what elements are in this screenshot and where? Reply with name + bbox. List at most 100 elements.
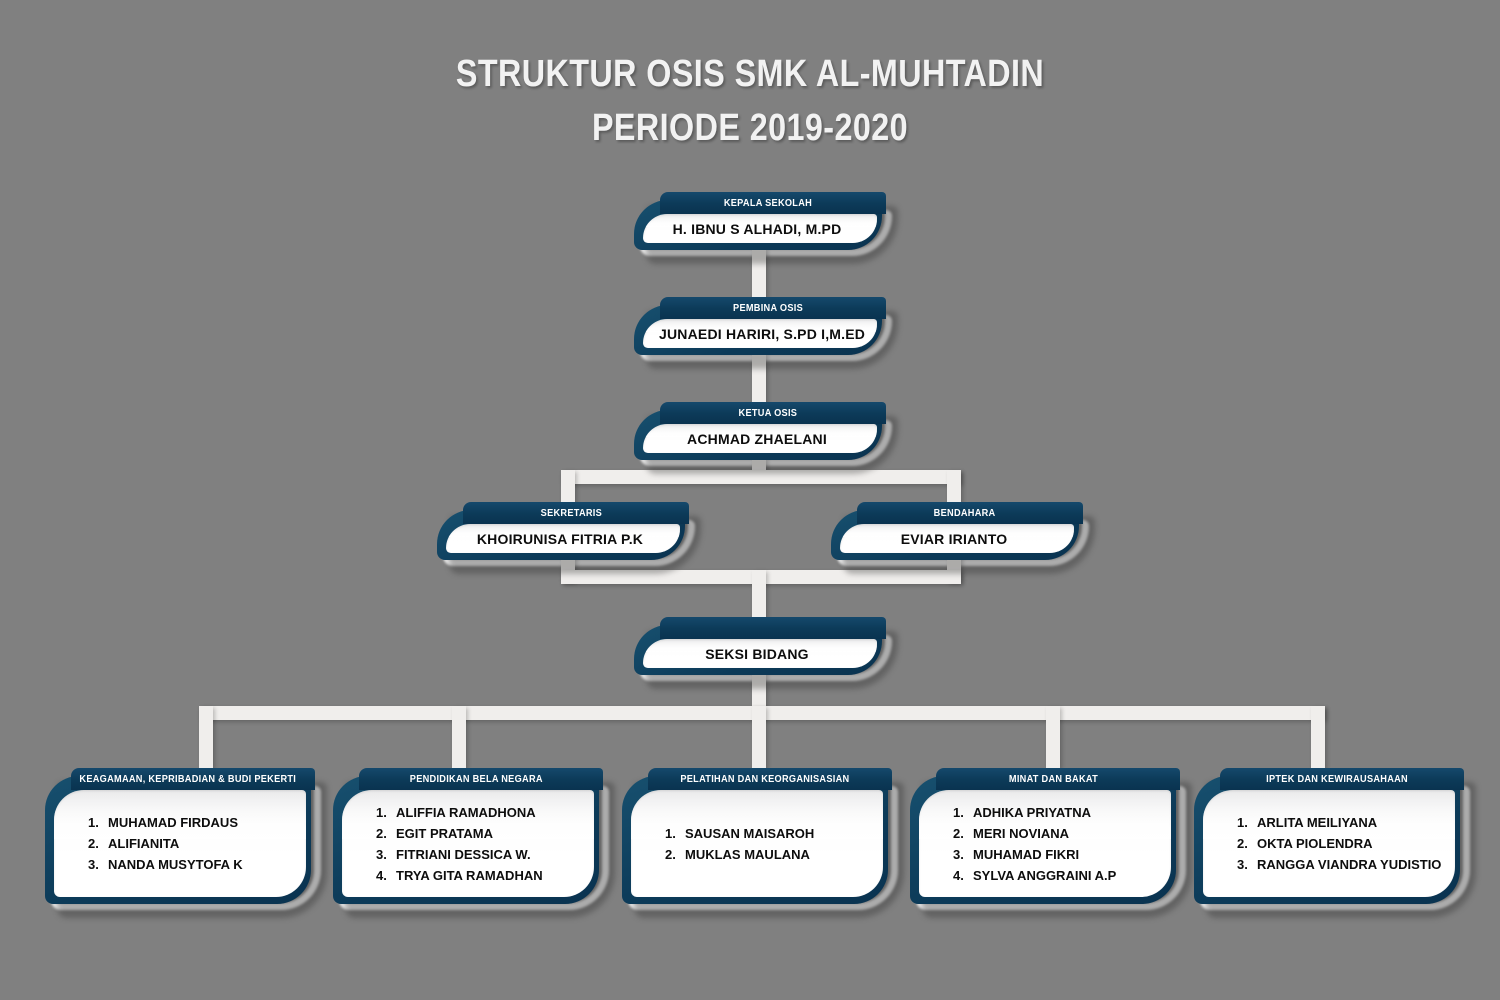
- member-number: 2.: [376, 825, 387, 841]
- node-pembina-osis[interactable]: PEMBINA OSIS JUNAEDI HARIRI, S.PD I,M.ED: [634, 297, 898, 369]
- section-box-pendidikan-bela-negara[interactable]: PENDIDIKAN BELA NEGARA 1. ALIFFIA RAMADHO…: [333, 768, 615, 918]
- section-box-iptek-kewirausahaan[interactable]: IPTEK DAN KEWIRAUSAHAAN 1. ARLITA MEILIYA…: [1194, 768, 1476, 918]
- section-title-label: KEAGAMAAN, KEPRIBADIAN & BUDI PEKERTI: [79, 773, 297, 785]
- node-person-name: JUNAEDI HARIRI, S.PD I,M.ED: [659, 325, 866, 342]
- section-title-header: PELATIHAN DAN KEORGANISASIAN: [648, 768, 892, 790]
- connector-seksi-down: [752, 672, 766, 708]
- node-body: 1.SAUSAN MAISAROH 2. MUKLAS MAULANA: [631, 790, 883, 897]
- list-item: 3.NANDA MUSYTOFA K: [88, 854, 280, 875]
- node-body: ACHMAD ZHAELANI: [643, 424, 877, 453]
- member-number: 1.: [88, 815, 99, 830]
- section-member-list: 1. MUHAMAD FIRDAUS 2. ALIFIANITA 3.NANDA M…: [54, 812, 306, 875]
- section-member-list: 1. ADHIKA PRIYATNA 2. MERI NOVIANA 3.MUHAM…: [919, 802, 1171, 886]
- connector-drop-section-2: [452, 706, 466, 768]
- node-body: 1. ADHIKA PRIYATNA 2. MERI NOVIANA 3.MUHAM…: [919, 790, 1171, 897]
- connector-drop-sekretaris: [561, 470, 575, 506]
- member-name: RANGGA VIANDRA YUDISTIO: [1257, 857, 1442, 872]
- member-name: EGIT PRATAMA: [396, 825, 494, 841]
- node-person-name: H. IBNU S ALHADI, M.PD: [672, 220, 842, 237]
- member-name: OKTA PIOLENDRA: [1257, 836, 1373, 851]
- list-item: 3.MUHAMAD FIKRI: [953, 844, 1145, 865]
- member-name: TRYA GITA RAMADHAN: [396, 867, 543, 883]
- node-body: 1. ARLITA MEILIYANA 2. OKTA PIOLENDRA 3. RA…: [1203, 790, 1455, 897]
- node-role-label: KEPALA SEKOLAH: [723, 197, 813, 209]
- member-number: 2.: [88, 836, 99, 851]
- node-role-header: BENDAHARA: [857, 502, 1083, 524]
- member-number: 1.: [376, 804, 387, 820]
- connector-pembina-to-ketua: [752, 353, 766, 405]
- member-name: ALIFFIA RAMADHONA: [396, 804, 536, 820]
- section-title-header: PENDIDIKAN BELA NEGARA: [359, 768, 603, 790]
- member-number: 1.: [953, 804, 964, 820]
- node-sekretaris[interactable]: SEKRETARIS KHOIRUNISA FITRIA P.K: [437, 502, 701, 574]
- section-box-keagamaan[interactable]: KEAGAMAAN, KEPRIBADIAN & BUDI PEKERTI 1.…: [45, 768, 327, 918]
- node-person-name: EVIAR IRIANTO: [900, 530, 1008, 547]
- node-body: EVIAR IRIANTO: [840, 524, 1074, 553]
- list-item: 2. MUKLAS MAULANA: [665, 844, 857, 865]
- member-name: ARLITA MEILIYANA: [1257, 815, 1378, 830]
- node-role-header: KETUA OSIS: [660, 402, 886, 424]
- member-name: MERI NOVIANA: [973, 825, 1070, 841]
- connector-merge-to-seksi: [752, 570, 766, 622]
- section-title-header: MINAT DAN BAKAT: [936, 768, 1180, 790]
- node-body: KHOIRUNISA FITRIA P.K: [446, 524, 680, 553]
- node-seksi-bidang[interactable]: SEKSI BIDANG: [634, 617, 898, 689]
- member-name: MUKLAS MAULANA: [685, 846, 810, 862]
- list-item: 1.SAUSAN MAISAROH: [665, 823, 857, 844]
- member-number: 3.: [1237, 857, 1248, 872]
- node-body: 1. MUHAMAD FIRDAUS 2. ALIFIANITA 3.NANDA M…: [54, 790, 306, 897]
- list-item: 3.FITRIANI DESSICA W.: [376, 844, 568, 865]
- member-number: 3.: [376, 846, 387, 862]
- list-item: 1. ARLITA MEILIYANA: [1237, 812, 1429, 833]
- node-ketua-osis[interactable]: KETUA OSIS ACHMAD ZHAELANI: [634, 402, 898, 474]
- connector-drop-section-5: [1311, 706, 1325, 768]
- member-number: 3.: [88, 857, 99, 872]
- section-box-pelatihan-keorganisasian[interactable]: PELATIHAN DAN KEORGANISASIAN 1.SAUSAN MA…: [622, 768, 904, 918]
- connector-drop-section-4: [1046, 706, 1060, 768]
- connector-kepala-to-pembina: [752, 248, 766, 300]
- node-role-header: KEPALA SEKOLAH: [660, 192, 886, 214]
- list-item: 2. ALIFIANITA: [88, 833, 280, 854]
- node-body: H. IBNU S ALHADI, M.PD: [643, 214, 877, 243]
- node-role-label: BENDAHARA: [934, 507, 996, 519]
- section-title-label: PELATIHAN DAN KEORGANISASIAN: [680, 773, 850, 785]
- node-body: JUNAEDI HARIRI, S.PD I,M.ED: [643, 319, 877, 348]
- member-number: 1.: [1237, 815, 1248, 830]
- node-person-name: KHOIRUNISA FITRIA P.K: [476, 530, 644, 547]
- section-member-list: 1. ARLITA MEILIYANA 2. OKTA PIOLENDRA 3. RA…: [1203, 812, 1455, 875]
- member-name: SYLVA ANGGRAINI A.P: [973, 867, 1117, 883]
- list-item: 1. MUHAMAD FIRDAUS: [88, 812, 280, 833]
- node-role-header: [660, 617, 886, 639]
- chart-title: STRUKTUR OSIS SMK AL-MUHTADIN PERIODE 20…: [0, 50, 1500, 152]
- member-name: MUHAMAD FIKRI: [973, 846, 1080, 862]
- node-bendahara[interactable]: BENDAHARA EVIAR IRIANTO: [831, 502, 1095, 574]
- node-body: SEKSI BIDANG: [643, 639, 877, 668]
- section-member-list: 1. ALIFFIA RAMADHONA 2. EGIT PRATAMA 3.FIT…: [342, 802, 594, 886]
- list-item: 4.SYLVA ANGGRAINI A.P: [953, 865, 1145, 886]
- member-name: ADHIKA PRIYATNA: [973, 804, 1091, 820]
- section-title-header: KEAGAMAAN, KEPRIBADIAN & BUDI PEKERTI: [71, 768, 315, 790]
- node-role-label: PEMBINA OSIS: [733, 302, 803, 314]
- member-number: 2.: [665, 846, 676, 862]
- node-role-label: SEKRETARIS: [540, 507, 602, 519]
- chart-title-line-2: PERIODE 2019-2020: [591, 107, 909, 149]
- node-person-name: ACHMAD ZHAELANI: [687, 430, 827, 447]
- section-title-label: PENDIDIKAN BELA NEGARA: [409, 773, 543, 785]
- member-number: 2.: [1237, 836, 1248, 851]
- list-item: 3. RANGGA VIANDRA YUDISTIO: [1237, 854, 1441, 875]
- section-title-label: MINAT DAN BAKAT: [1008, 773, 1098, 785]
- connector-drop-bendahara: [947, 470, 961, 506]
- member-number: 1.: [665, 825, 676, 841]
- connector-drop-section-1: [199, 706, 213, 768]
- node-kepala-sekolah[interactable]: KEPALA SEKOLAH H. IBNU S ALHADI, M.PD: [634, 192, 898, 264]
- section-box-minat-dan-bakat[interactable]: MINAT DAN BAKAT 1. ADHIKA PRIYATNA 2. MERI…: [910, 768, 1192, 918]
- member-name: ALIFIANITA: [108, 836, 180, 851]
- member-name: MUHAMAD FIRDAUS: [108, 815, 238, 830]
- member-number: 2.: [953, 825, 964, 841]
- list-item: 4. TRYA GITA RAMADHAN: [376, 865, 568, 886]
- member-number: 4.: [376, 867, 387, 883]
- node-role-label: KETUA OSIS: [738, 407, 798, 419]
- section-member-list: 1.SAUSAN MAISAROH 2. MUKLAS MAULANA: [631, 823, 883, 865]
- section-title-label: IPTEK DAN KEWIRAUSAHAAN: [1266, 773, 1408, 785]
